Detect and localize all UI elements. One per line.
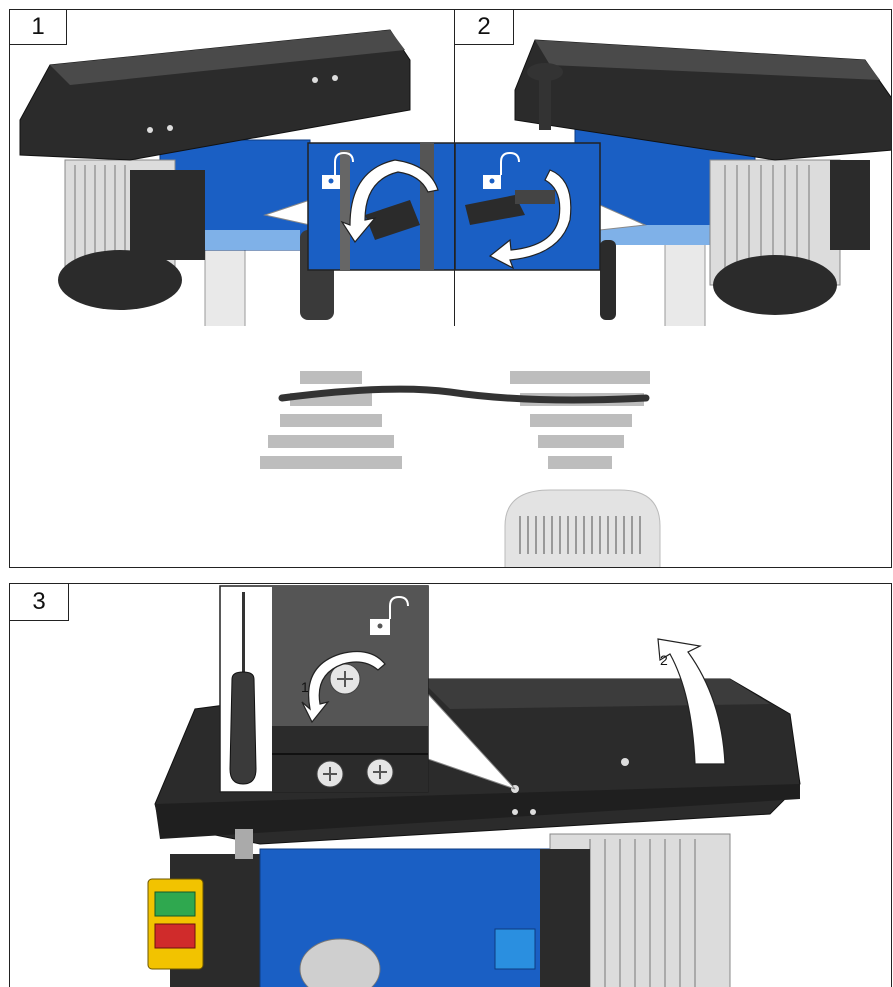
belt-diagram-panel xyxy=(9,326,892,568)
step-2-panel: 2 xyxy=(454,9,892,327)
left-pulley-placeholder xyxy=(260,371,402,469)
screwdriver-icon xyxy=(229,592,257,785)
rotate-arrow-icon xyxy=(340,159,439,244)
unlock-icon xyxy=(483,151,520,189)
step-3-number: 3 xyxy=(10,584,69,621)
belt-diagram xyxy=(260,371,661,567)
unlock-icon xyxy=(370,595,409,635)
motor-cap xyxy=(504,489,661,567)
arrow-label-2: 2 xyxy=(660,652,668,668)
rotate-arrow-icon xyxy=(488,169,572,270)
right-pulley-placeholder xyxy=(510,371,650,469)
step-1-number: 1 xyxy=(10,10,67,45)
on-off-switch xyxy=(147,878,204,970)
step-2-illustration xyxy=(455,39,891,326)
arrow-label-1: 1 xyxy=(301,679,309,695)
step-3-illustration: 1 2 xyxy=(147,585,801,987)
rotate-arrow-icon xyxy=(301,651,386,724)
screw-icon xyxy=(316,663,394,788)
step-3-panel: 3 xyxy=(9,583,892,987)
unlock-icon xyxy=(322,151,354,189)
step-1-illustration xyxy=(19,29,454,326)
step-1-panel: 1 xyxy=(9,9,455,327)
lift-arrow-icon xyxy=(657,638,726,765)
step-2-number: 2 xyxy=(455,10,514,45)
belt-icon xyxy=(278,385,650,404)
